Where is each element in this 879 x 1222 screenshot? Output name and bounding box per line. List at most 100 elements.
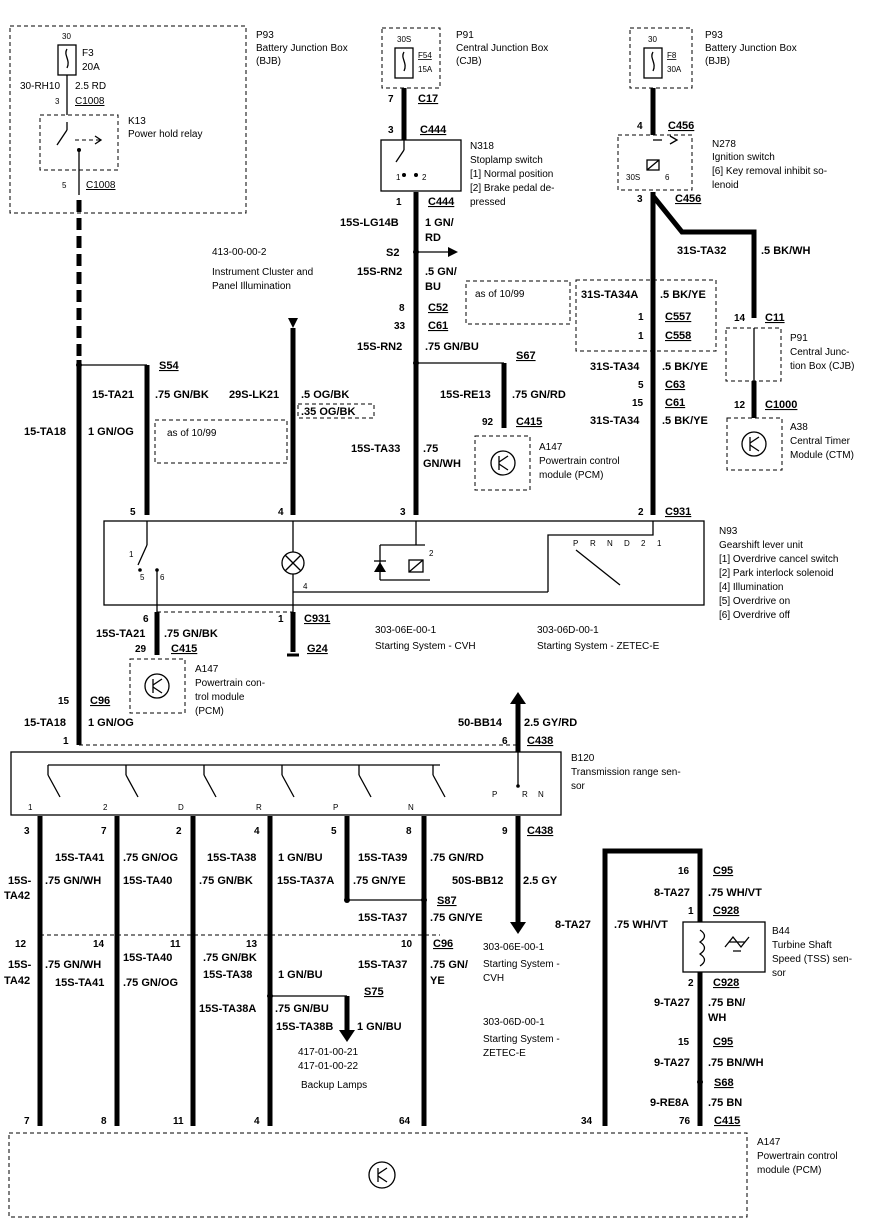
gearshift-name: Gearshift lever unit (719, 540, 803, 551)
wire-31s-ta34-id-b: 31S-TA34 (590, 415, 640, 427)
ctm-code: A38 (790, 422, 808, 433)
lower-ta38b-id: 15S-TA38B (276, 1021, 333, 1033)
gear-switch-label-1: 1 (129, 550, 134, 559)
wire-31s-ta32-id: 31S-TA32 (677, 245, 726, 257)
pcm-left-name3: (PCM) (195, 706, 224, 717)
bjb-left-code: P93 (256, 30, 274, 41)
wire-15s-lg14b-color-b: RD (425, 232, 441, 244)
gearshift-note5: [6] Overdrive off (719, 610, 790, 621)
asof-box-left (154, 419, 288, 464)
c52-label: C52 (428, 302, 448, 314)
stoplamp-pos-2: 2 (422, 173, 427, 182)
cjb-mid-pin-7: 7 (388, 94, 394, 105)
bjb-left-abbr: (BJB) (256, 56, 281, 67)
range-pos-1: 1 (657, 539, 662, 548)
range-switch-feed (547, 521, 654, 592)
b120-label-d: D (178, 803, 184, 812)
under-gear-pin-6: 6 (143, 614, 149, 625)
c52-pin: 8 (399, 303, 405, 314)
pcm-mid-name1: Powertrain control (539, 456, 620, 467)
wire-31s-ta32 (651, 194, 757, 318)
tss-sensor-box (682, 921, 766, 973)
tss-name3: sor (772, 968, 787, 979)
pcm-mid-code: A147 (539, 442, 563, 453)
bjb-right-abbr: (BJB) (705, 56, 730, 67)
relay-name: Power hold relay (128, 129, 202, 140)
pcm-left-box (129, 658, 186, 714)
wire-15-ta18-id: 15-TA18 (24, 426, 66, 438)
c61-right-pin: 15 (632, 398, 644, 409)
range-pos-d: D (624, 539, 630, 548)
wire-ta38-upper-id: 15S-TA38 (207, 852, 256, 864)
gearshift-pin-2: 2 (638, 507, 644, 518)
b120-name1: Transmission range sen- (571, 767, 681, 778)
stoplamp-note1: [1] Normal position (470, 169, 553, 180)
tss-wire-2-color-a: .75 BN/ (708, 997, 745, 1009)
c17-label: C17 (418, 93, 438, 105)
wire-ta40-id: 15S-TA40 (123, 875, 172, 887)
wire-ta40-color: .75 GN/BK (199, 875, 253, 887)
pcm-left-transistor-icon (144, 673, 170, 699)
c456-bottom-label: C456 (675, 193, 701, 205)
c61-pin: 33 (394, 321, 406, 332)
pcm-pin-64: 64 (399, 1116, 411, 1127)
wire-ta37a-id: 15S-TA37A (277, 875, 334, 887)
c456-top-label: C456 (668, 120, 694, 132)
wire-15s-ta33-id: 15S-TA33 (351, 443, 400, 455)
cjb-mid-abbr: (CJB) (456, 56, 482, 67)
wire-ta37a-color: .75 GN/YE (353, 875, 406, 887)
wire-15s-rn2-b-id: 15S-RN2 (357, 341, 402, 353)
asof-left-label: as of 10/99 (167, 428, 217, 439)
tss-wire-1-color: .75 WH/VT (708, 887, 762, 899)
c96-pin-11: 11 (170, 939, 181, 950)
wire-ta37-id: 15S-TA37 (358, 912, 407, 924)
wire-15s-rn2-b-color: .75 GN/BU (425, 341, 479, 353)
fuse-f54-element (402, 51, 406, 72)
wire-15-ta21-color: .75 GN/BK (155, 389, 209, 401)
tss-wire-1-id: 8-TA27 (654, 887, 690, 899)
ctm-name2: Module (CTM) (790, 450, 854, 461)
splice-s68-label: S68 (714, 1077, 734, 1089)
pcm-left-code: A147 (195, 664, 219, 675)
stoplamp-pin-3: 3 (388, 125, 394, 136)
b120-pos-n: N (538, 790, 544, 799)
wire-50-bb14-id: 50-BB14 (458, 717, 503, 729)
wire-29s-lk21-alt-color: .35 OG/BK (301, 406, 355, 418)
range-pos-r: R (590, 539, 596, 548)
range-pos-n: N (607, 539, 613, 548)
stoplamp-note2a: [2] Brake pedal de- (470, 183, 555, 194)
c557-pin: 1 (638, 312, 644, 323)
pcm-bottom-name2: module (PCM) (757, 1165, 821, 1176)
c63-label: C63 (665, 379, 685, 391)
wire-15s-ta33-color-b: GN/WH (423, 458, 461, 470)
wire-29s-lk21-color: .5 OG/BK (301, 389, 349, 401)
lower-ta37-id: 15S-TA37 (358, 959, 407, 971)
ref-303-06e-lower-cvh: CVH (483, 973, 504, 984)
pcm-bottom-transistor-e (377, 1175, 388, 1183)
tss-name2: Speed (TSS) sen- (772, 954, 852, 965)
tss-wire-2-id: 9-TA27 (654, 997, 690, 1009)
under-gear-pin-1: 1 (278, 614, 284, 625)
pcm-mid-transistor-icon (490, 450, 516, 476)
c558-pin: 1 (638, 331, 644, 342)
b120-pos-p: P (492, 790, 497, 799)
asof-box-right (575, 279, 717, 352)
ctm-transistor-e (749, 444, 760, 452)
under-gear-c931: C931 (304, 613, 330, 625)
tss-pin-1: 1 (688, 906, 694, 917)
c1008-top-label: C1008 (75, 96, 105, 107)
pcm-bottom-transistor-c (377, 1167, 388, 1175)
fuse-f8-element (651, 51, 655, 72)
pcm-mid-c415: C415 (516, 416, 542, 428)
wire-ta37-color: .75 GN/YE (430, 912, 483, 924)
lower-ta41-id: 15S-TA41 (55, 977, 104, 989)
lower-ta38-color-a: .75 GN/BK (203, 952, 257, 964)
b120-label-n: N (408, 803, 414, 812)
gear-switch-blade (137, 544, 148, 566)
range-switch-wiper (575, 549, 621, 586)
pcm-pin-76: 76 (679, 1116, 691, 1127)
ref-303-06e-desc: Starting System - CVH (375, 641, 476, 652)
c444-bottom-label: C444 (428, 196, 455, 208)
ref-instrument-cluster: Instrument Cluster and (212, 267, 313, 278)
